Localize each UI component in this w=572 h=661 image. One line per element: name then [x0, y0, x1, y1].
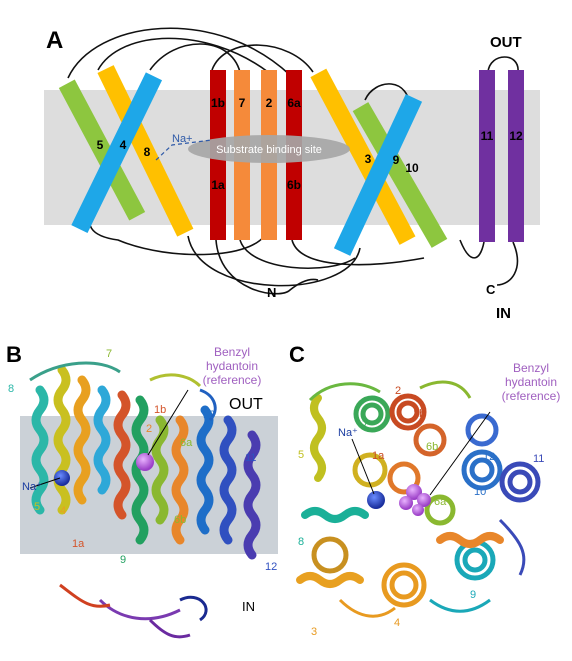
- helix-9-label-c: 9: [470, 589, 476, 601]
- helix-8-label: 8: [144, 145, 151, 159]
- helix-6a-label-b: 6a: [180, 437, 193, 449]
- helix-4-label: 4: [120, 138, 127, 152]
- na-link: [155, 139, 213, 161]
- helix-12-label: 12: [509, 129, 523, 143]
- helix-6a-label-c: 6a: [434, 496, 447, 508]
- helix-1b-label-b: 1b: [154, 404, 166, 416]
- helix-11: [479, 70, 495, 242]
- helix-3-label: 3: [365, 152, 372, 166]
- out-label-b: OUT: [229, 396, 263, 413]
- ligand-label-b-3: (reference): [203, 373, 262, 387]
- loops: [67, 27, 519, 295]
- helix-5: [58, 79, 146, 221]
- helix-10-label-c: 10: [474, 486, 486, 498]
- ribbon-c: [311, 393, 541, 608]
- helix-5-label-c: 5: [298, 449, 304, 461]
- helix-2-label-b: 2: [146, 423, 152, 435]
- panel-c: C: [289, 342, 560, 638]
- ligand-label-c-3: (reference): [502, 389, 561, 403]
- out-label-a: OUT: [490, 34, 522, 51]
- helix-3-label-b: 3: [182, 461, 188, 473]
- in-label-b: IN: [242, 599, 255, 614]
- c-terminus-label: C: [486, 282, 496, 297]
- helix-12-label-b: 12: [265, 561, 277, 573]
- ligand-label-b-1: Benzyl: [214, 345, 250, 359]
- panel-c-letter: C: [289, 342, 305, 367]
- na-label-c: Na⁺: [338, 427, 358, 439]
- helix-2-label-c: 2: [395, 385, 401, 397]
- helix-10-label: 10: [405, 161, 419, 175]
- helix-2-label: 2: [266, 96, 273, 110]
- helix-11-label-b: 11: [245, 452, 256, 464]
- helix-6b-label-c: 6b: [426, 441, 438, 453]
- loops-b: [29, 361, 217, 639]
- na-label-b: Na⁺: [22, 481, 42, 493]
- helix-10-label-b: 10: [203, 409, 215, 421]
- helix-1b-label: 1b: [211, 96, 225, 110]
- helix-9-label-b: 9: [120, 554, 126, 566]
- ligand-label-c-2: hydantoin: [505, 375, 557, 389]
- helix-8-label-b: 8: [8, 383, 14, 395]
- panel-a: A: [44, 27, 540, 322]
- na-pointer-b: [29, 477, 61, 489]
- panel-b: B Benzyl: [6, 342, 278, 639]
- helix-8: [97, 65, 194, 237]
- ribbon-b: [31, 365, 261, 560]
- helix-1b-label-c: 1b: [413, 408, 425, 420]
- helix-10: [352, 102, 448, 248]
- helix-9: [333, 94, 423, 256]
- helix-4-label-b: 4: [60, 505, 66, 517]
- ligand-pointer-c: [429, 411, 491, 496]
- ligand-pointer-b: [147, 389, 189, 456]
- helix-6b-label: 6b: [287, 178, 301, 192]
- helix-5-label-b: 5: [34, 501, 40, 513]
- na-label-a: Na+: [172, 133, 193, 145]
- loops-c: [308, 380, 526, 618]
- helix-11-label-c: 11: [533, 453, 544, 465]
- na-pointer-c: [351, 438, 375, 495]
- helix-12-label-c: 12: [483, 451, 495, 463]
- helix-1a-label-c: 1a: [372, 450, 385, 462]
- helix-7-label-c: 7: [362, 419, 368, 431]
- panel-a-letter: A: [46, 27, 63, 54]
- helix-5-label: 5: [97, 138, 104, 152]
- ligand-label-b-2: hydantoin: [206, 359, 258, 373]
- ligand-c: [399, 484, 431, 516]
- ribbon-c-helices: [296, 394, 504, 588]
- helix-7-label: 7: [239, 96, 246, 110]
- helix-12: [508, 70, 524, 242]
- helix-3-label-c: 3: [311, 626, 317, 638]
- helix-4: [71, 72, 163, 234]
- helix-3: [310, 68, 416, 245]
- helix-7-label-b: 7: [106, 348, 112, 360]
- helix-1a-label-b: 1a: [72, 538, 85, 550]
- substrate-binding-site: [188, 135, 350, 163]
- n-terminus-label: N: [267, 285, 276, 300]
- helix-4-label-c: 4: [394, 617, 400, 629]
- helix-6a-label: 6a: [287, 96, 301, 110]
- ligand-b: [136, 453, 154, 471]
- helix-9-label: 9: [393, 153, 400, 167]
- helix-6b-label-b: 6b: [174, 514, 186, 526]
- sodium-ion-b: [54, 470, 70, 486]
- helix-1a-label: 1a: [211, 178, 225, 192]
- ligand-label-c-1: Benzyl: [513, 361, 549, 375]
- in-label-a: IN: [496, 305, 511, 322]
- sodium-ion-c: [367, 491, 385, 509]
- substrate-site-label: Substrate binding site: [216, 144, 322, 156]
- panel-b-letter: B: [6, 342, 22, 367]
- helix-8-label-c: 8: [298, 536, 304, 548]
- helix-11-label: 11: [481, 129, 494, 143]
